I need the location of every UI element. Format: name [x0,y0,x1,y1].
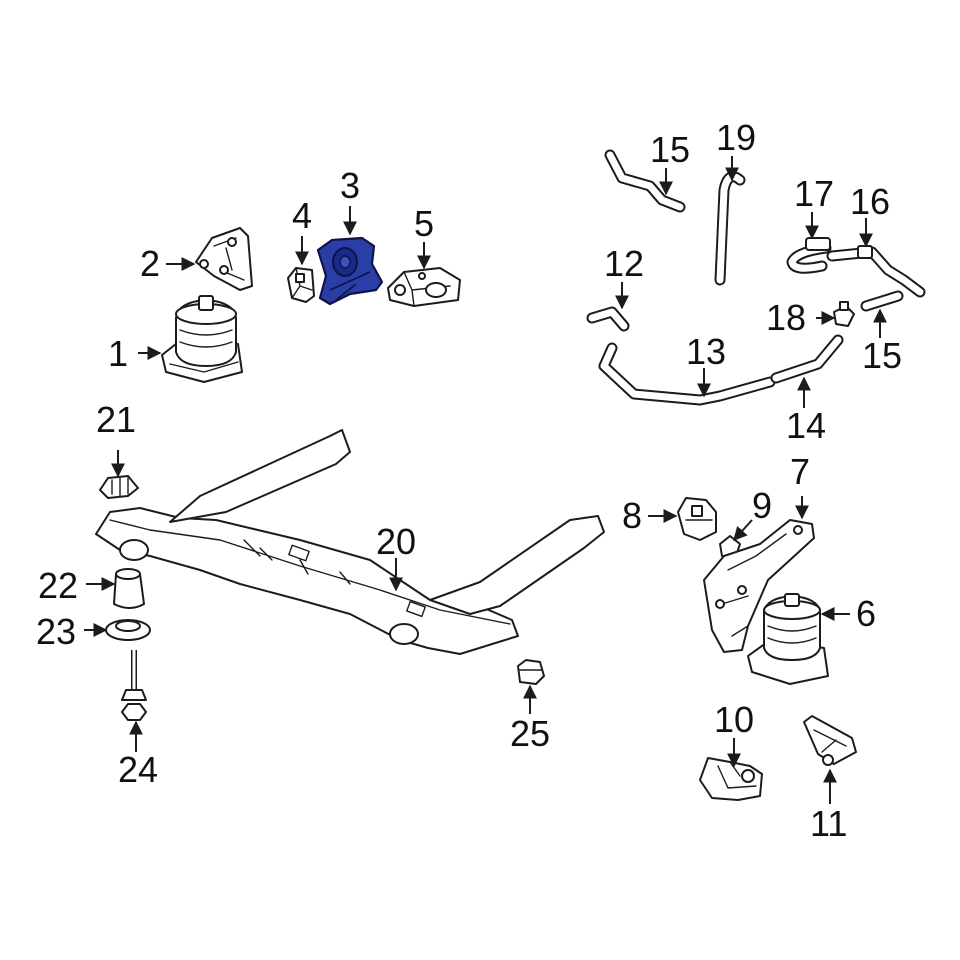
part-3-mount-highlighted[interactable] [316,236,384,306]
callout-15-upper: 15 [650,129,690,170]
callout-13: 13 [686,331,726,372]
callout-12: 12 [604,243,644,284]
callout-18: 18 [766,297,806,338]
callout-5: 5 [414,203,434,244]
part-21-bushing[interactable] [99,475,139,499]
part-11-bracket[interactable] [803,715,857,766]
callout-21: 21 [96,399,136,440]
callout-4: 4 [292,195,312,236]
callout-16: 16 [850,181,890,222]
callout-14: 14 [786,405,826,446]
part-13-pipe[interactable] [598,342,776,406]
callout-6: 6 [856,593,876,634]
callout-17: 17 [794,173,834,214]
part-18-valve[interactable] [833,301,855,327]
callout-leaders [84,156,887,804]
callout-25: 25 [510,713,550,754]
part-24-bolt[interactable] [121,650,147,721]
part-15-hose-lower[interactable] [860,290,904,312]
part-14-hose[interactable] [770,334,844,384]
part-17-hose-clamp[interactable] [786,237,832,274]
part-6-engine-mount[interactable] [747,593,829,685]
part-23-washer[interactable] [105,619,151,641]
part-2-bracket[interactable] [195,227,253,291]
part-10-mount[interactable] [699,757,763,801]
callout-7: 7 [790,451,810,492]
part-8-mount[interactable] [677,497,717,541]
callout-11: 11 [810,803,847,844]
callout-3: 3 [340,165,360,206]
callout-19: 19 [716,117,756,158]
callout-2: 2 [140,243,160,284]
part-4-small-mount[interactable] [287,267,315,303]
callout-10: 10 [714,699,754,740]
part-1-engine-mount[interactable] [161,295,243,383]
part-15-hose-upper[interactable] [604,149,686,213]
part-7-bracket[interactable] [703,519,815,653]
callout-24: 24 [118,749,158,790]
callout-23: 23 [36,611,76,652]
part-22-bushing[interactable] [113,568,145,609]
callout-8: 8 [622,495,642,536]
part-19-hose[interactable] [714,171,746,286]
part-20-subframe[interactable] [95,429,605,655]
callout-22: 22 [38,565,78,606]
callout-20: 20 [376,521,416,562]
callout-1: 1 [108,333,128,374]
part-5-bracket[interactable] [387,267,461,307]
part-12-hose[interactable] [586,306,630,332]
callout-15-lower: 15 [862,335,902,376]
part-25-bushing[interactable] [517,659,545,685]
callout-9: 9 [752,485,772,526]
part-16-hose[interactable] [826,245,926,298]
